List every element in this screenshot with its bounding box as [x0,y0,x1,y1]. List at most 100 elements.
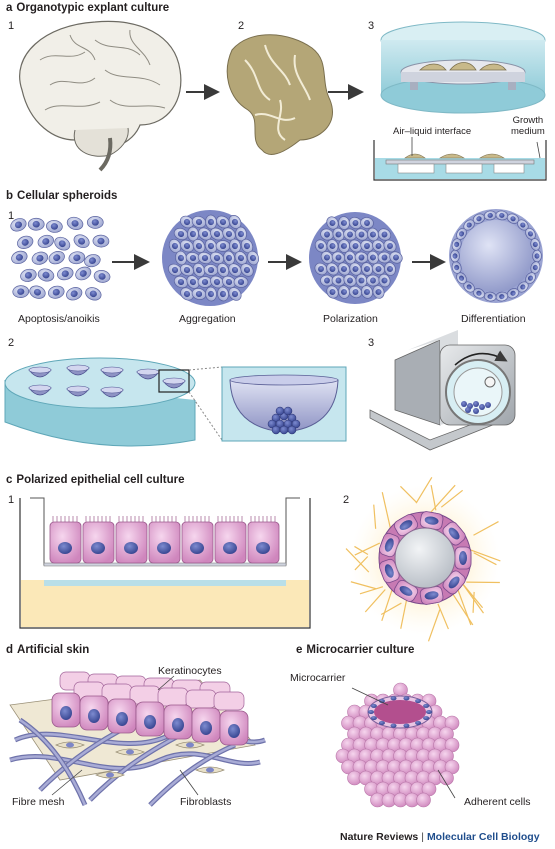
cell [228,263,242,277]
nucleus [70,290,78,298]
cell [10,218,27,232]
fibroblast [95,771,125,779]
section-b-text: Cellular spheroids [17,190,118,202]
nucleus [106,772,114,778]
cell [530,238,541,251]
cell [483,210,497,221]
nucleus [219,266,227,274]
cell [222,227,236,241]
collagen-fibre [359,586,384,595]
nucleus [384,564,394,578]
fibroblast [115,748,145,756]
carrier-cell [378,699,385,704]
nucleus [369,231,377,238]
cell [223,250,235,266]
collagen-fibre [400,485,417,503]
reactor-cell [465,407,471,413]
nucleus [201,254,209,262]
cell [31,251,49,265]
journal-separator: | [421,831,424,843]
cell [360,217,374,229]
cell [173,275,189,289]
cell [93,270,111,283]
nucleus [329,243,336,249]
cell [246,250,260,266]
nucleus [520,284,526,290]
nucleus [352,289,359,295]
collagen-fibre [381,492,393,534]
air-liquid-interface-label: Air–liquid interface [393,126,472,137]
nucleus [58,240,66,248]
section-e-letter: e [296,644,303,656]
nucleus [32,220,40,228]
nucleus [24,272,32,279]
cell [349,239,362,253]
cell [530,261,541,274]
cell [472,288,486,299]
cell [37,268,55,282]
nucleus [499,294,505,300]
collagen-fibre [469,548,501,562]
nucleus [487,212,493,218]
nucleus [534,253,540,259]
fibroblast [175,741,205,749]
reactor-cell [473,401,479,407]
cell [86,216,104,229]
section-a-text: Organotypic explant culture [16,2,170,14]
rotating-bioreactor [369,330,516,451]
air-liquid-cross-section [373,140,547,181]
epithelial-cell [214,516,247,564]
nucleus [452,253,458,259]
cell [185,252,201,264]
growth-medium-leader-line [536,141,541,159]
well [100,366,124,378]
nucleus [42,271,50,279]
nucleus [393,254,399,261]
well [66,385,90,397]
collagen-fibre [354,556,369,571]
nucleus [237,254,245,262]
cell [378,273,391,288]
cell [338,216,350,230]
nucleus [52,288,60,296]
nucleus [61,270,69,278]
nucleus [237,278,245,286]
nucleus [201,278,209,286]
cell [29,285,46,299]
nucleus [387,243,393,249]
cell [48,285,65,299]
nucleus [73,254,81,262]
acinus-cell [393,579,419,602]
nucleus [183,242,191,250]
nucleus [231,242,239,250]
panel-b1-number: 1 [8,210,15,222]
nucleus [487,294,493,300]
nucleus [358,254,365,261]
nucleus [228,724,240,738]
cell [326,239,339,253]
cell [349,262,362,276]
nucleus [352,219,359,227]
nucleus [195,242,203,250]
journal-footer: Nature Reviews|Molecular Cell Biology [340,831,540,843]
nucleus [88,257,96,264]
nucleus [399,585,413,596]
differentiation-spheroid [449,209,543,303]
nucleus [329,289,336,295]
nucleus [318,266,324,272]
carrier-cell [390,696,397,701]
acinus-cell [419,586,444,605]
fibre-highlight [9,752,261,770]
nucleus [79,270,87,277]
nucleus [384,538,394,552]
spheroid-cell [287,425,297,435]
cell [517,281,529,293]
cell [331,274,346,287]
collagen-fibre [400,597,408,629]
nucleus [157,542,171,554]
nucleus [98,273,106,280]
cell [233,276,249,288]
nucleus [532,241,538,248]
